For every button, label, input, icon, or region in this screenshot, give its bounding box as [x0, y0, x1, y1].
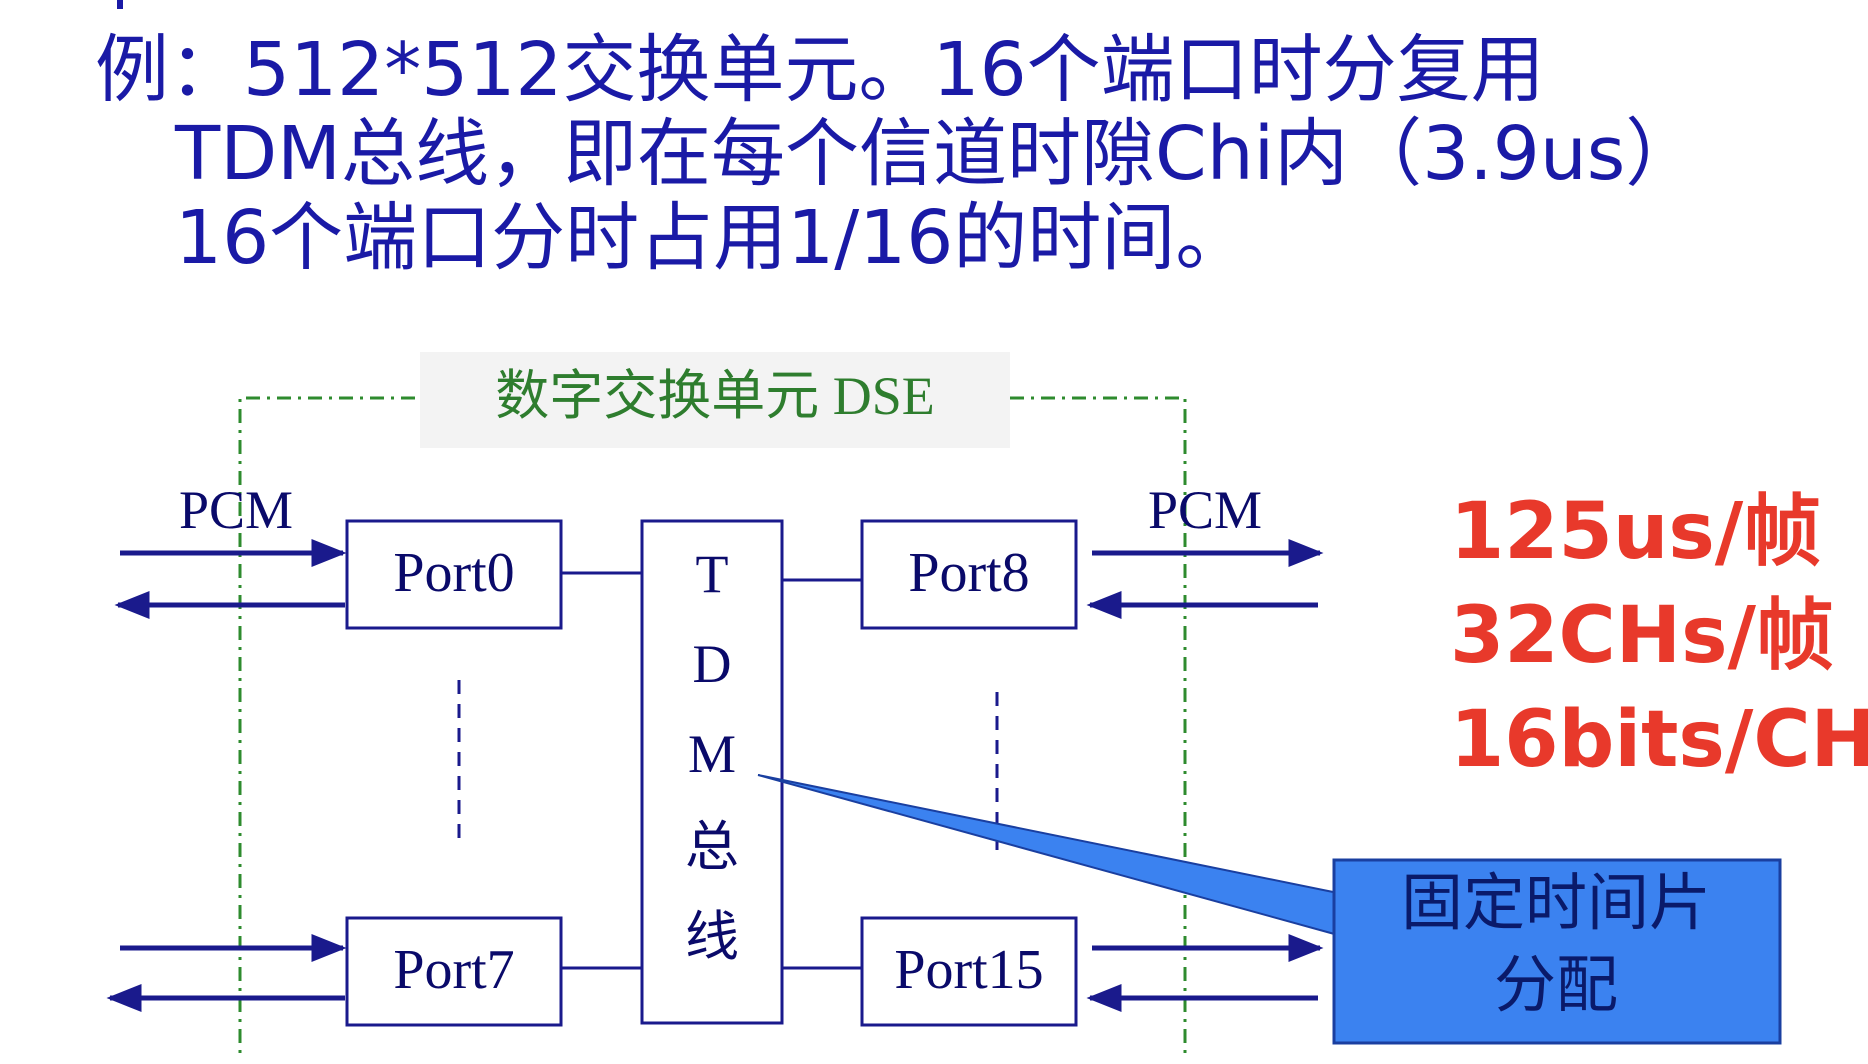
page-heading: 例：512*512交换单元。16个端口时分复用 TDM总线，即在每个信道时隙Ch… — [95, 28, 1699, 280]
pcm-label-left: PCM — [179, 480, 293, 540]
callout-pointer — [757, 774, 1339, 937]
tdm-char-2: D — [693, 634, 732, 694]
heading-line-3: 16个端口分时占用1/16的时间。 — [175, 195, 1250, 281]
port7-label: Port7 — [393, 939, 514, 1001]
heading-line-1: 例：512*512交换单元。16个端口时分复用 — [95, 27, 1545, 113]
corner-mark — [117, 0, 123, 9]
callout-text: 固定时间片 分配 — [1400, 866, 1711, 1021]
frame-stats: 125us/帧 32CHs/帧 16bits/CH — [1450, 480, 1868, 792]
port8-label: Port8 — [908, 542, 1029, 604]
stat-channels: 32CHs/帧 — [1450, 591, 1834, 681]
port7-box: Port7 — [345, 916, 563, 1027]
pcm-label-right: PCM — [1148, 480, 1262, 540]
callout-box — [1332, 858, 1782, 1045]
port15-label: Port15 — [894, 939, 1043, 1001]
port0-label: Port0 — [393, 542, 514, 604]
tdm-bus — [640, 519, 784, 1025]
dse-label: 数字交换单元 DSE — [495, 366, 935, 426]
port8-box: Port8 — [860, 519, 1078, 630]
heading-line-2: TDM总线，即在每个信道时隙Chi内（3.9us） — [175, 111, 1700, 197]
tdm-char-4: 总 — [685, 817, 739, 877]
tdm-char-5: 线 — [685, 907, 739, 967]
tdm-char-3: M — [688, 724, 736, 784]
stat-frame-time: 125us/帧 — [1450, 487, 1822, 577]
port0-box: Port0 — [345, 519, 563, 630]
port15-box: Port15 — [860, 916, 1078, 1027]
dse-label-background — [420, 352, 1010, 448]
tdm-char-1: T — [696, 544, 729, 604]
stat-bits: 16bits/CH — [1450, 695, 1868, 785]
